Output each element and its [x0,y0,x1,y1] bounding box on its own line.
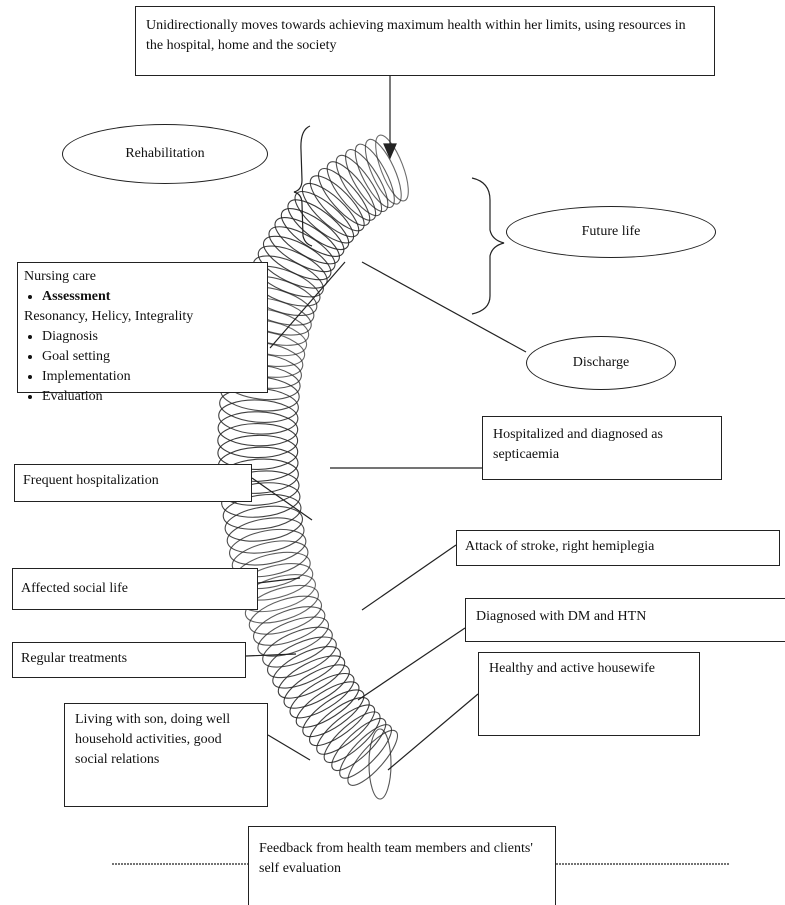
nursing-step: Implementation [42,367,261,387]
future-life-brace [472,178,504,314]
diagnosed-dm-text: Diagnosed with DM and HTN [476,609,646,624]
slinky-ring [303,690,376,754]
slinky-ring [257,228,337,289]
healthy-connector [388,694,478,770]
top-arrow-head [384,144,396,158]
feedback-text: Feedback from health team members and cl… [259,841,533,876]
rehabilitation-ellipse: Rehabilitation [62,124,268,184]
affected-social-text: Affected social life [21,581,128,596]
hospitalized-box: Hospitalized and diagnosed as septicaemi… [482,416,722,480]
living-with-son-box: Living with son, doing well household ac… [64,703,268,807]
discharge-ellipse: Discharge [526,336,676,390]
nursing-step: Goal setting [42,347,261,367]
discharge-connector [362,262,526,352]
stroke-box: Attack of stroke, right hemiplegia [456,530,780,566]
discharge-label: Discharge [573,355,630,371]
regular-treatments-box: Regular treatments [12,642,246,678]
diagnosed-dm-box: Diagnosed with DM and HTN [465,598,785,642]
stroke-text: Attack of stroke, right hemiplegia [465,539,654,554]
living-with-son-text: Living with son, doing well household ac… [75,712,230,767]
dm-connector [358,628,465,700]
slinky-ring [311,161,378,232]
feedback-box: Feedback from health team members and cl… [248,826,556,905]
stroke-connector [362,545,456,610]
living-connector [268,735,310,760]
regular-treatments-text: Regular treatments [21,651,127,666]
slinky-ring [284,665,360,726]
frequent-hospitalization-text: Frequent hospitalization [23,473,159,488]
assessment-item: Assessment [42,287,261,307]
top-goal-text: Unidirectionally moves towards achieving… [146,18,686,53]
nursing-steps-list: Diagnosis Goal setting Implementation Ev… [24,327,261,407]
rehabilitation-label: Rehabilitation [125,146,204,162]
nursing-step: Diagnosis [42,327,261,347]
slinky-ring [223,501,305,545]
slinky-ring [296,682,370,745]
nursing-care-box: Nursing care Assessment Resonancy, Helic… [17,262,268,393]
hospitalized-text: Hospitalized and diagnosed as septicaemi… [493,427,663,462]
assessment-sub: Resonancy, Helicy, Integrality [24,307,261,327]
slinky-ring [369,729,391,799]
assessment-list: Assessment [24,287,261,307]
slinky-ring [225,513,307,559]
future-life-ellipse: Future life [506,206,716,258]
nursing-care-connector [270,262,345,348]
top-goal-box: Unidirectionally moves towards achieving… [135,6,715,76]
healthy-text: Healthy and active housewife [489,661,655,676]
future-life-label: Future life [582,224,641,240]
nursing-care-title: Nursing care [24,267,261,287]
healthy-box: Healthy and active housewife [478,652,700,736]
frequent-hospitalization-box: Frequent hospitalization [14,464,252,502]
affected-social-box: Affected social life [12,568,258,610]
nursing-step: Evaluation [42,387,261,407]
slinky-ring [341,724,404,792]
